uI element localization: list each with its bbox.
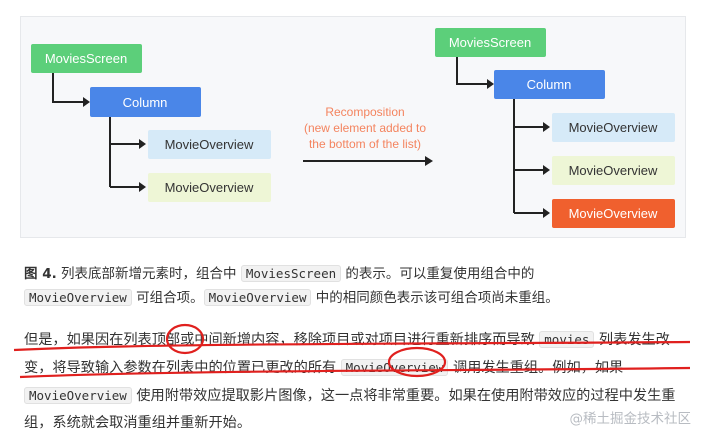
watermark: @稀土掘金技术社区 — [569, 411, 692, 427]
right-arrowhead-child-3 — [543, 208, 550, 218]
right-arrowhead-column — [487, 79, 494, 89]
composition-diagram: MoviesScreen Column MovieOverview MovieO… — [20, 16, 686, 238]
right-movieoverview-node-2 — [552, 156, 675, 185]
para-code-movieoverview-1: MovieOverview — [340, 359, 449, 376]
left-movieoverview-node-2 — [148, 173, 271, 202]
caption-code-moviesscreen: MoviesScreen — [240, 265, 342, 282]
right-arrowhead-child-1 — [543, 122, 550, 132]
left-arrowhead-child-2 — [139, 182, 146, 192]
left-column-node — [90, 87, 201, 117]
left-movieoverview-node-1 — [148, 130, 271, 159]
recomposition-label-line-2: (new element added to — [304, 121, 426, 135]
figure-caption: 图 4. 列表底部新增元素时，组合中 MoviesScreen 的表示。可以重复… — [24, 262, 684, 310]
caption-code-movieoverview-1: MovieOverview — [24, 289, 132, 306]
right-connector-column-children — [513, 99, 543, 214]
right-moviesscreen-node — [435, 28, 546, 57]
recomposition-arrowhead — [425, 156, 433, 166]
left-arrowhead-column — [83, 97, 90, 107]
diagram-svg: MoviesScreen Column MovieOverview MovieO… — [31, 28, 675, 228]
right-column-label: Column — [527, 77, 572, 92]
para-text-4: 使用附带效应提取影片图像，这一点将非常重要。如果在使用附带效应的过程中发生重组，… — [24, 388, 676, 431]
caption-code-movieoverview-2: MovieOverview — [203, 289, 312, 306]
recomposition-label-line-3: the bottom of the list) — [309, 137, 421, 151]
left-column-label: Column — [123, 95, 168, 110]
para-code-movieoverview-2: MovieOverview — [24, 387, 132, 404]
para-code-movies: movies — [539, 331, 595, 348]
caption-text-1: 列表底部新增元素时，组合中 — [56, 266, 241, 282]
figure-number: 图 4. — [24, 266, 57, 282]
recomposition-label-line-1: Recomposition — [325, 105, 404, 119]
right-movieoverview-label-2: MovieOverview — [569, 163, 658, 178]
para-text-1: 但是，如果因在列表顶部或中间新增内容，移除项目或对项目进行重新排序而导致 — [24, 332, 540, 348]
left-connector-root-column — [52, 73, 83, 103]
right-column-node — [494, 70, 605, 99]
left-moviesscreen-node — [31, 44, 142, 73]
caption-text-2: 的表示。可以重复使用组合中的 — [341, 266, 535, 282]
right-connector-root-column — [456, 57, 487, 85]
right-movieoverview-label-3: MovieOverview — [569, 206, 658, 221]
left-movieoverview-label-2: MovieOverview — [165, 180, 254, 195]
right-movieoverview-label-1: MovieOverview — [569, 120, 658, 135]
left-arrowhead-child-1 — [139, 139, 146, 149]
right-moviesscreen-label: MoviesScreen — [449, 35, 531, 50]
left-connector-column-children — [109, 117, 139, 188]
caption-text-4: 中的相同颜色表示该可组合项尚未重组。 — [311, 290, 559, 306]
para-text-3: 调用发生重组。例如，如果 — [448, 360, 624, 376]
right-arrowhead-child-2 — [543, 165, 550, 175]
left-movieoverview-label-1: MovieOverview — [165, 137, 254, 152]
caption-text-3: 可组合项。 — [131, 290, 204, 306]
right-movieoverview-node-1 — [552, 113, 675, 142]
right-movieoverview-node-3 — [552, 199, 675, 228]
left-moviesscreen-label: MoviesScreen — [45, 51, 127, 66]
